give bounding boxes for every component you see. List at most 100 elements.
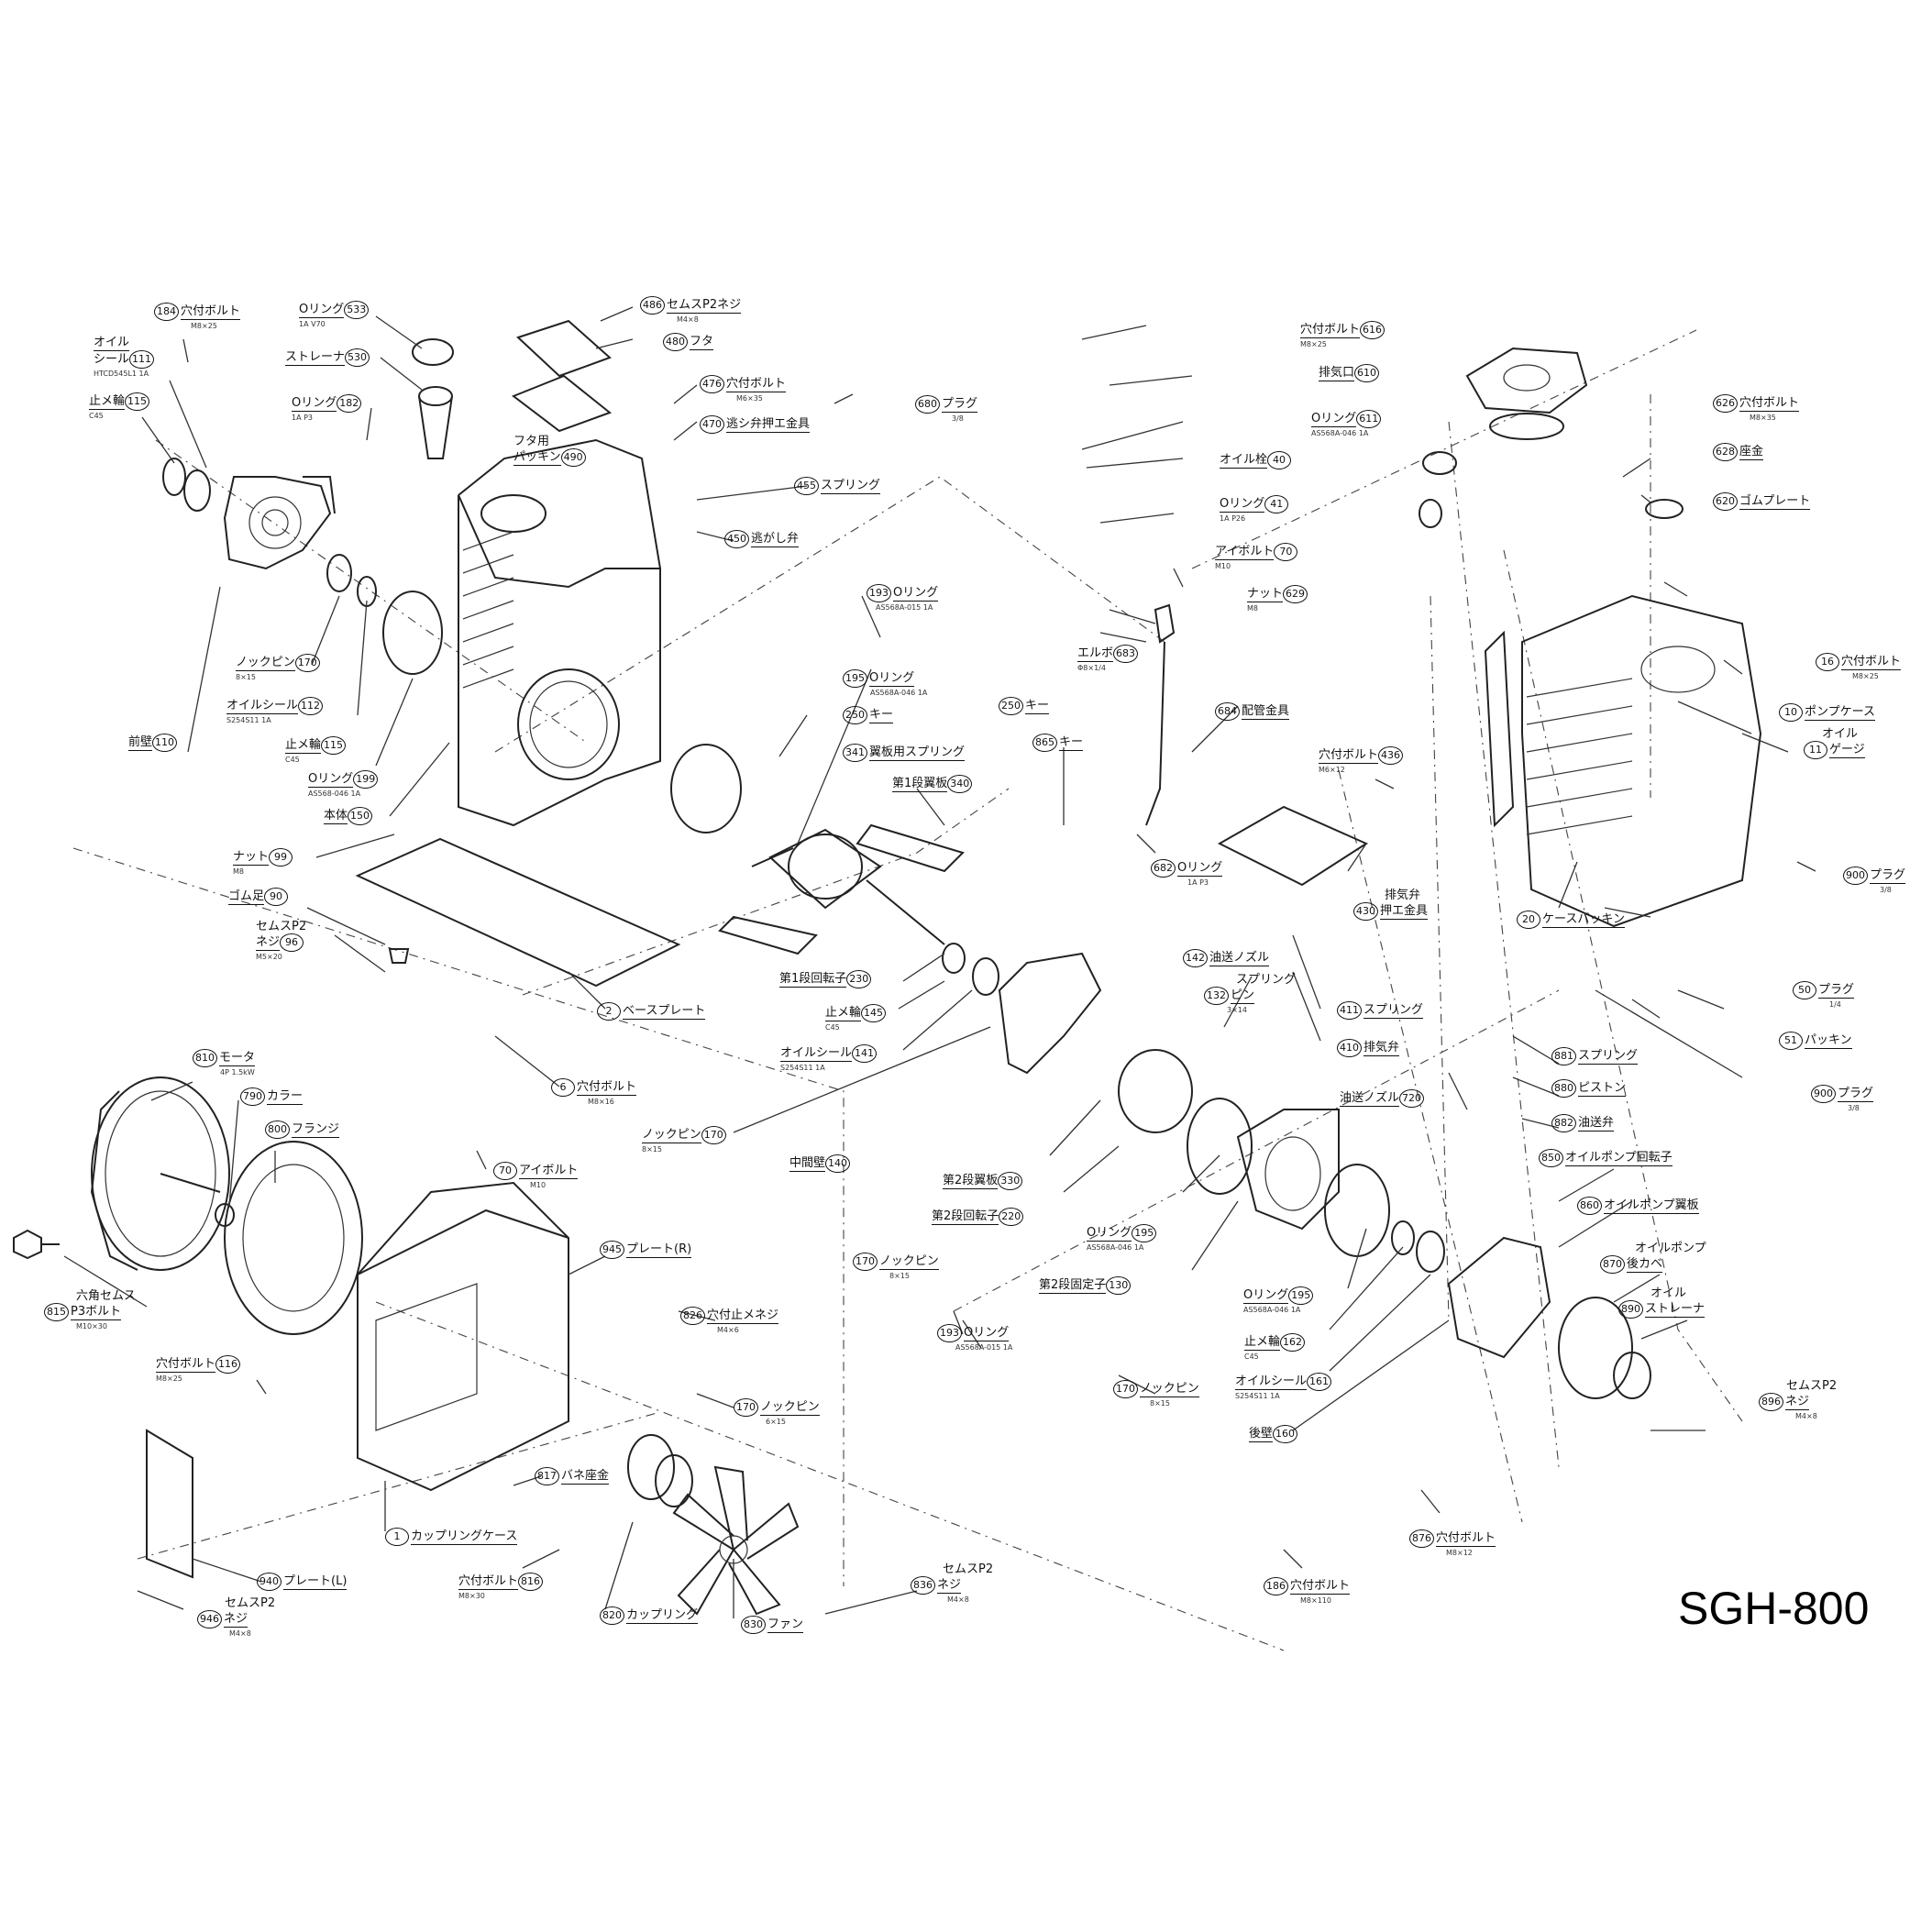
coupling-case-shape — [357, 1181, 569, 1492]
rear-wall-shape — [1447, 1236, 1551, 1359]
oil-seal-112-shape — [326, 554, 352, 592]
coupling-hub-shape — [655, 1454, 693, 1507]
rubber-foot-shape — [388, 948, 410, 964]
o-ring-195-shape — [670, 744, 742, 834]
base-plate-shape — [355, 837, 681, 988]
plate-l-shape — [146, 1429, 193, 1579]
elbow-shape — [1154, 603, 1176, 644]
o-ring-199-shape — [382, 591, 443, 675]
exhaust-port-shape — [1465, 347, 1588, 440]
o-ring-533-shape — [412, 338, 454, 366]
strainer-530-shape — [418, 386, 453, 459]
oil-seal-161-shape — [1416, 1231, 1445, 1273]
motor-shape — [90, 1076, 230, 1271]
eye-bolt-shape — [1419, 499, 1442, 528]
flange-shape — [224, 1141, 363, 1335]
lid-480-shape — [516, 319, 612, 378]
hex-bolt-shape — [13, 1229, 60, 1260]
oil-seal-shape — [183, 469, 211, 512]
front-wall-part — [223, 476, 336, 570]
flange-inner-shape — [242, 1164, 345, 1312]
main-body-part — [458, 438, 661, 827]
assembly-center-lines — [72, 329, 1743, 1651]
coupling-shape — [627, 1434, 675, 1500]
leader-lines — [63, 306, 1816, 1618]
o-ring-195b-shape — [1187, 1098, 1253, 1195]
gasket-490-shape — [511, 374, 613, 433]
retaining-ring-162-shape — [1391, 1220, 1415, 1255]
rubber-plate-shape — [1645, 499, 1684, 519]
first-stage-rotor-shape — [718, 823, 965, 955]
collar-shape — [215, 1203, 235, 1227]
pump-case-part — [1484, 594, 1762, 928]
oil-strainer-shape — [1613, 1352, 1651, 1399]
exhaust-valve-holder-shape — [1217, 805, 1369, 887]
